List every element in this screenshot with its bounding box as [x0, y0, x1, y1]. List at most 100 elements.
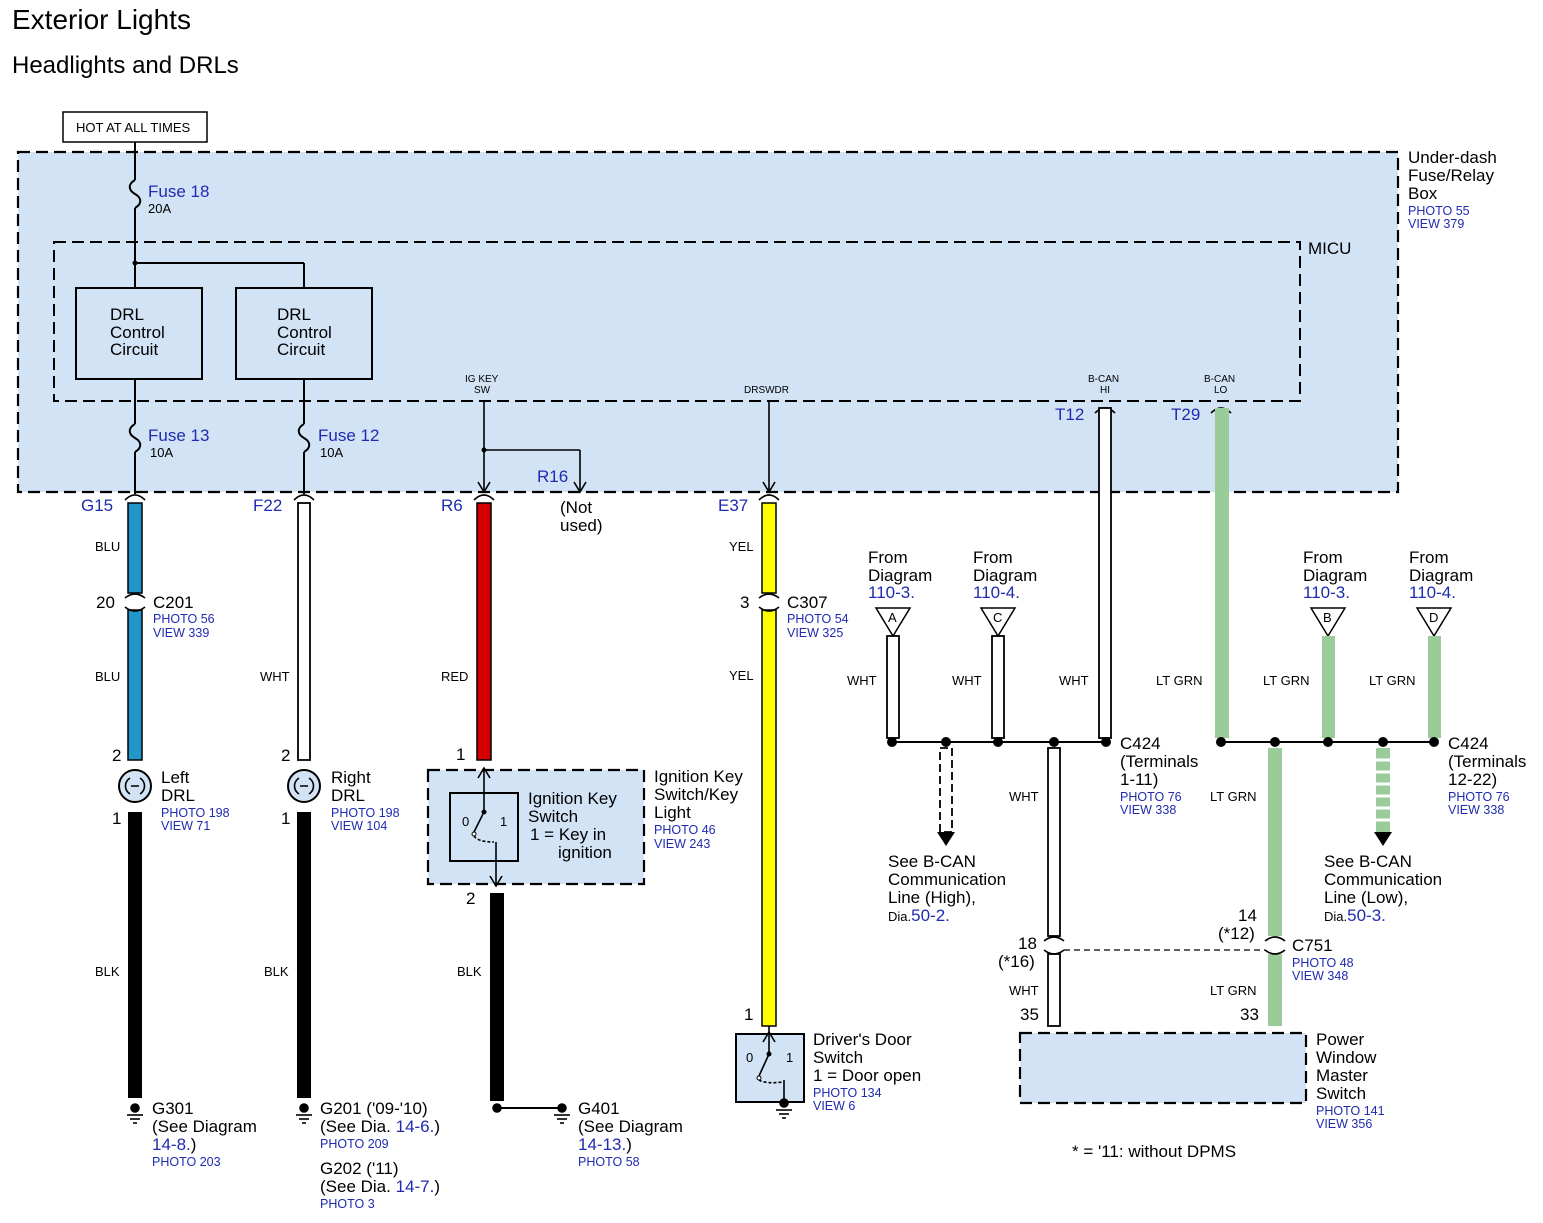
svg-text:VIEW 356: VIEW 356 [1316, 1117, 1372, 1131]
svg-text:PHOTO 209: PHOTO 209 [320, 1137, 389, 1151]
fuse-box-label-2: Fuse/Relay [1408, 166, 1494, 185]
svg-text:WHT: WHT [260, 669, 290, 684]
svg-text:RED: RED [441, 669, 468, 684]
terminal-f22: F22 [253, 496, 282, 515]
page-subtitle: Headlights and DRLs [12, 52, 239, 79]
c307-connector [758, 593, 780, 612]
c307-label: C307 [787, 593, 828, 612]
svg-text:Line (Low),: Line (Low), [1324, 888, 1408, 907]
micu-box [53, 241, 1301, 402]
g301-label: G301 [152, 1099, 194, 1118]
svg-text:PHOTO 203: PHOTO 203 [152, 1155, 221, 1169]
svg-text:LT GRN: LT GRN [1369, 673, 1415, 688]
svg-text:DRL: DRL [110, 305, 144, 324]
drivers-door-switch-box [735, 1033, 805, 1103]
svg-text:Diagram: Diagram [973, 566, 1037, 585]
c201-label: C201 [153, 593, 194, 612]
svg-text:DRL: DRL [277, 305, 311, 324]
svg-text:B-CAN: B-CAN [1204, 374, 1235, 385]
ignition-key-light-label: Ignition Key [654, 767, 743, 786]
svg-text:1-11): 1-11) [1120, 770, 1158, 789]
svg-text:YEL: YEL [729, 539, 754, 554]
ltgrn-wire-tag-d [1428, 636, 1441, 738]
yel-wire-1 [761, 502, 777, 594]
svg-text:Window: Window [1316, 1048, 1377, 1067]
svg-text:(See Dia. 14-7.): (See Dia. 14-7.) [320, 1177, 440, 1196]
fuse-12-symbol [297, 423, 311, 453]
svg-text:1: 1 [456, 745, 465, 764]
svg-text:Light: Light [654, 803, 691, 822]
ignition-key-switch-label: Ignition Key [528, 789, 617, 808]
svg-text:0: 0 [462, 814, 469, 829]
page-title: Exterior Lights [12, 4, 191, 35]
svg-text:2: 2 [466, 889, 475, 908]
svg-text:PHOTO 76: PHOTO 76 [1120, 790, 1182, 804]
fuse-box-label-1: Under-dash [1408, 148, 1497, 167]
terminal-t29: T29 [1171, 405, 1200, 424]
svg-text:Diagram: Diagram [868, 566, 932, 585]
svg-text:110-4.: 110-4. [1409, 583, 1456, 602]
svg-text:LT GRN: LT GRN [1210, 983, 1256, 998]
svg-text:Switch: Switch [528, 807, 578, 826]
svg-text:From: From [1303, 548, 1343, 567]
svg-text:LT GRN: LT GRN [1210, 789, 1256, 804]
svg-text:LO: LO [1214, 385, 1228, 396]
svg-text:110-4.: 110-4. [973, 583, 1020, 602]
svg-text:From: From [1409, 548, 1449, 567]
power-window-master-switch-label: Power [1316, 1030, 1365, 1049]
svg-text:WHT: WHT [952, 673, 982, 688]
g401-label: G401 [578, 1099, 620, 1118]
g401-ground-symbol [492, 1103, 570, 1124]
ltgrn-wire-to-c751 [1268, 748, 1282, 936]
svg-text:1: 1 [112, 809, 121, 828]
svg-text:Circuit: Circuit [277, 340, 325, 359]
svg-text:DRSWDR: DRSWDR [744, 385, 789, 396]
svg-text:BLU: BLU [95, 669, 120, 684]
svg-text:PHOTO 141: PHOTO 141 [1316, 1104, 1385, 1118]
svg-text:1: 1 [744, 1005, 753, 1024]
svg-text:Switch: Switch [813, 1048, 863, 1067]
ltgrn-wire-to-pwms [1268, 954, 1282, 1026]
blu-wire-2 [127, 609, 143, 761]
svg-text:14-8.): 14-8.) [152, 1135, 196, 1154]
svg-text:Diagram: Diagram [1409, 566, 1473, 585]
svg-text:Line (High),: Line (High), [888, 888, 976, 907]
svg-text:PHOTO 58: PHOTO 58 [578, 1155, 640, 1169]
svg-text:2: 2 [112, 746, 121, 765]
terminal-g15: G15 [81, 496, 113, 515]
svg-text:(See Diagram: (See Diagram [152, 1117, 257, 1136]
svg-text:VIEW 243: VIEW 243 [654, 837, 710, 851]
svg-text:VIEW 104: VIEW 104 [331, 819, 387, 833]
svg-text:PHOTO 134: PHOTO 134 [813, 1086, 882, 1100]
svg-text:Circuit: Circuit [110, 340, 158, 359]
svg-text:20: 20 [96, 593, 115, 612]
g301-ground-symbol [127, 1103, 143, 1124]
svg-text:110-3.: 110-3. [1303, 583, 1350, 602]
svg-text:14-13.): 14-13.) [578, 1135, 632, 1154]
svg-text:DRL: DRL [161, 786, 195, 805]
drl-control-circuit-1 [75, 287, 203, 380]
from-diagram-d-tag [1415, 607, 1453, 638]
ignition-key-light-box [426, 768, 646, 886]
fuse-13-label: Fuse 13 [148, 426, 209, 445]
wht-wire-tag-c [991, 635, 1005, 739]
svg-text:110-3.: 110-3. [868, 583, 915, 602]
svg-text:BLK: BLK [95, 964, 120, 979]
fuse-12-label: Fuse 12 [318, 426, 379, 445]
svg-text:33: 33 [1240, 1005, 1259, 1024]
svg-text:B: B [1323, 610, 1332, 625]
svg-text:VIEW 6: VIEW 6 [813, 1099, 855, 1113]
svg-text:0: 0 [746, 1050, 753, 1065]
svg-text:PHOTO 198: PHOTO 198 [331, 806, 400, 820]
svg-text:PHOTO 46: PHOTO 46 [654, 823, 716, 837]
svg-text:WHT: WHT [847, 673, 877, 688]
svg-text:Dia.50-3.: Dia.50-3. [1324, 906, 1386, 925]
svg-text:1: 1 [281, 809, 290, 828]
svg-text:B-CAN: B-CAN [1088, 374, 1119, 385]
fuse-18-symbol [128, 179, 142, 209]
g201-label: G201 ('09-'10) [320, 1099, 428, 1118]
svg-text:PHOTO 48: PHOTO 48 [1292, 956, 1354, 970]
svg-text:Switch: Switch [1316, 1084, 1366, 1103]
svg-text:1: 1 [500, 814, 507, 829]
drivers-door-switch-label: Driver's Door [813, 1030, 912, 1049]
